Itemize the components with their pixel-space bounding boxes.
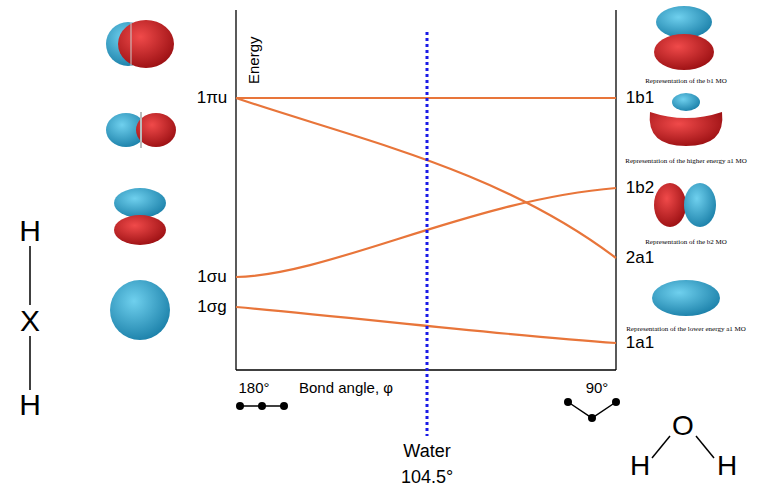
orbital-label: 1a1 (626, 334, 654, 353)
orbital-label: 1b1 (626, 89, 654, 108)
orbital-caption: Representation of the lower energy a1 MO (626, 326, 746, 334)
angle-tick: 90° (586, 380, 609, 397)
orbital-caption: Representation of the higher energy a1 M… (625, 158, 747, 166)
atom-symbol: H (630, 451, 650, 482)
atom-symbol: H (19, 214, 41, 247)
axis-title: Bond angle, φ (299, 380, 393, 397)
angle-value: 104.5° (401, 468, 453, 488)
orbital-label: 1b2 (626, 179, 654, 198)
atom-symbol: H (717, 451, 737, 482)
atom-symbol: X (20, 304, 40, 337)
linear-orbitals (106, 20, 176, 340)
linear-molecule-icon (236, 402, 288, 410)
atom-symbol: O (672, 411, 694, 442)
orbital-caption: Representation of the b1 MO (645, 78, 727, 86)
orbital-label: 1πu (197, 89, 228, 108)
atom-symbol: H (19, 388, 41, 421)
orbital-label: 1σu (197, 268, 226, 287)
bent-molecule-icon (564, 398, 620, 422)
angle-tick: 180° (238, 380, 269, 397)
axis-title: Energy (246, 36, 263, 84)
water-angle-line (426, 32, 429, 436)
molecule-name: Water (403, 442, 450, 462)
orbital-caption: Representation of the b2 MO (645, 239, 727, 247)
orbital-label: 2a1 (626, 249, 654, 268)
orbital-label: 1σg (197, 298, 226, 317)
